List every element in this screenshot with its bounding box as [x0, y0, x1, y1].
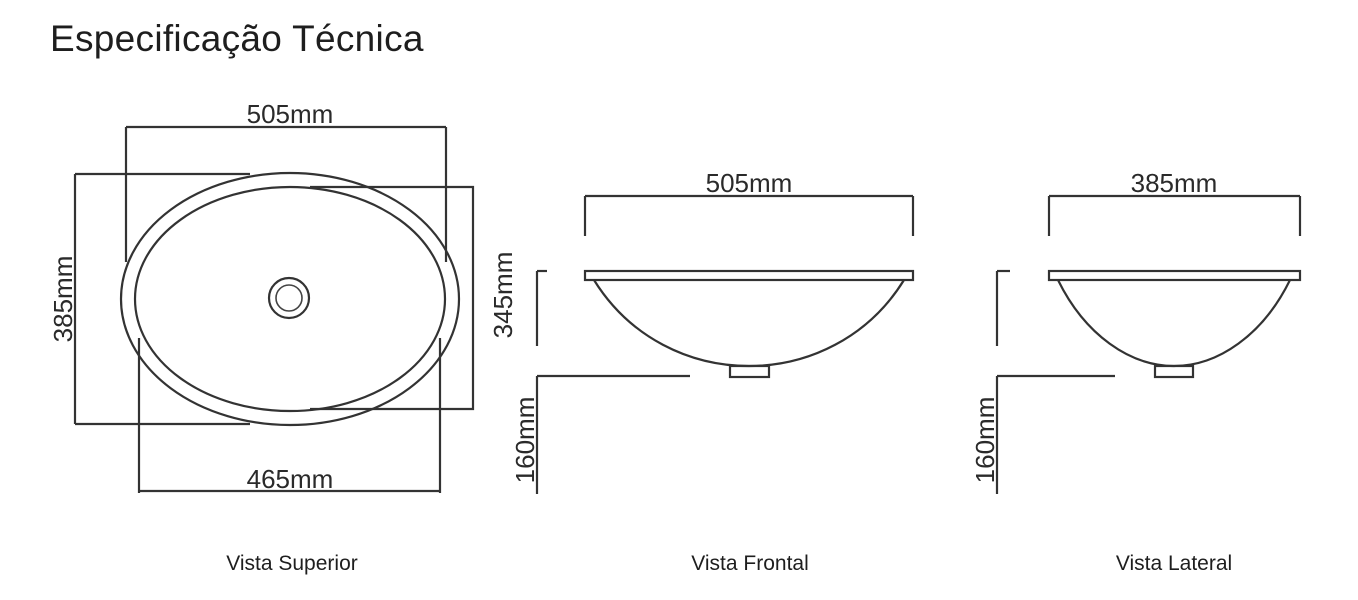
front-rim	[583, 269, 915, 282]
caption-side-view: Vista Lateral	[1115, 552, 1233, 575]
page-title: Especificação Técnica	[50, 18, 424, 59]
front-height-label: 160mm	[510, 397, 540, 484]
drain-inner	[275, 284, 303, 312]
front-width-label: 505mm	[706, 168, 793, 198]
side-rim	[1047, 269, 1302, 282]
top-width-label: 505mm	[247, 99, 334, 129]
basin-inner-rim	[133, 185, 447, 413]
side-height-label: 160mm	[970, 397, 1000, 484]
side-bowl	[1057, 279, 1291, 368]
caption-front-view: Vista Frontal	[691, 552, 809, 575]
front-view: 505mm 160mm	[510, 168, 915, 494]
caption-top-view: Vista Superior	[226, 552, 358, 575]
side-width-label: 385mm	[1131, 168, 1218, 198]
top-view: 505mm 385mm 465mm 345mm	[48, 99, 518, 494]
top-cut-label: 345mm	[488, 252, 518, 339]
top-inner-width-label: 465mm	[247, 464, 334, 494]
basin-outer-rim	[119, 171, 461, 427]
drain-outer	[267, 276, 311, 320]
front-drain	[728, 364, 771, 379]
top-depth-label: 385mm	[48, 256, 78, 343]
front-bowl	[593, 279, 905, 368]
side-drain	[1153, 364, 1195, 379]
side-view: 385mm 160mm	[970, 168, 1302, 494]
